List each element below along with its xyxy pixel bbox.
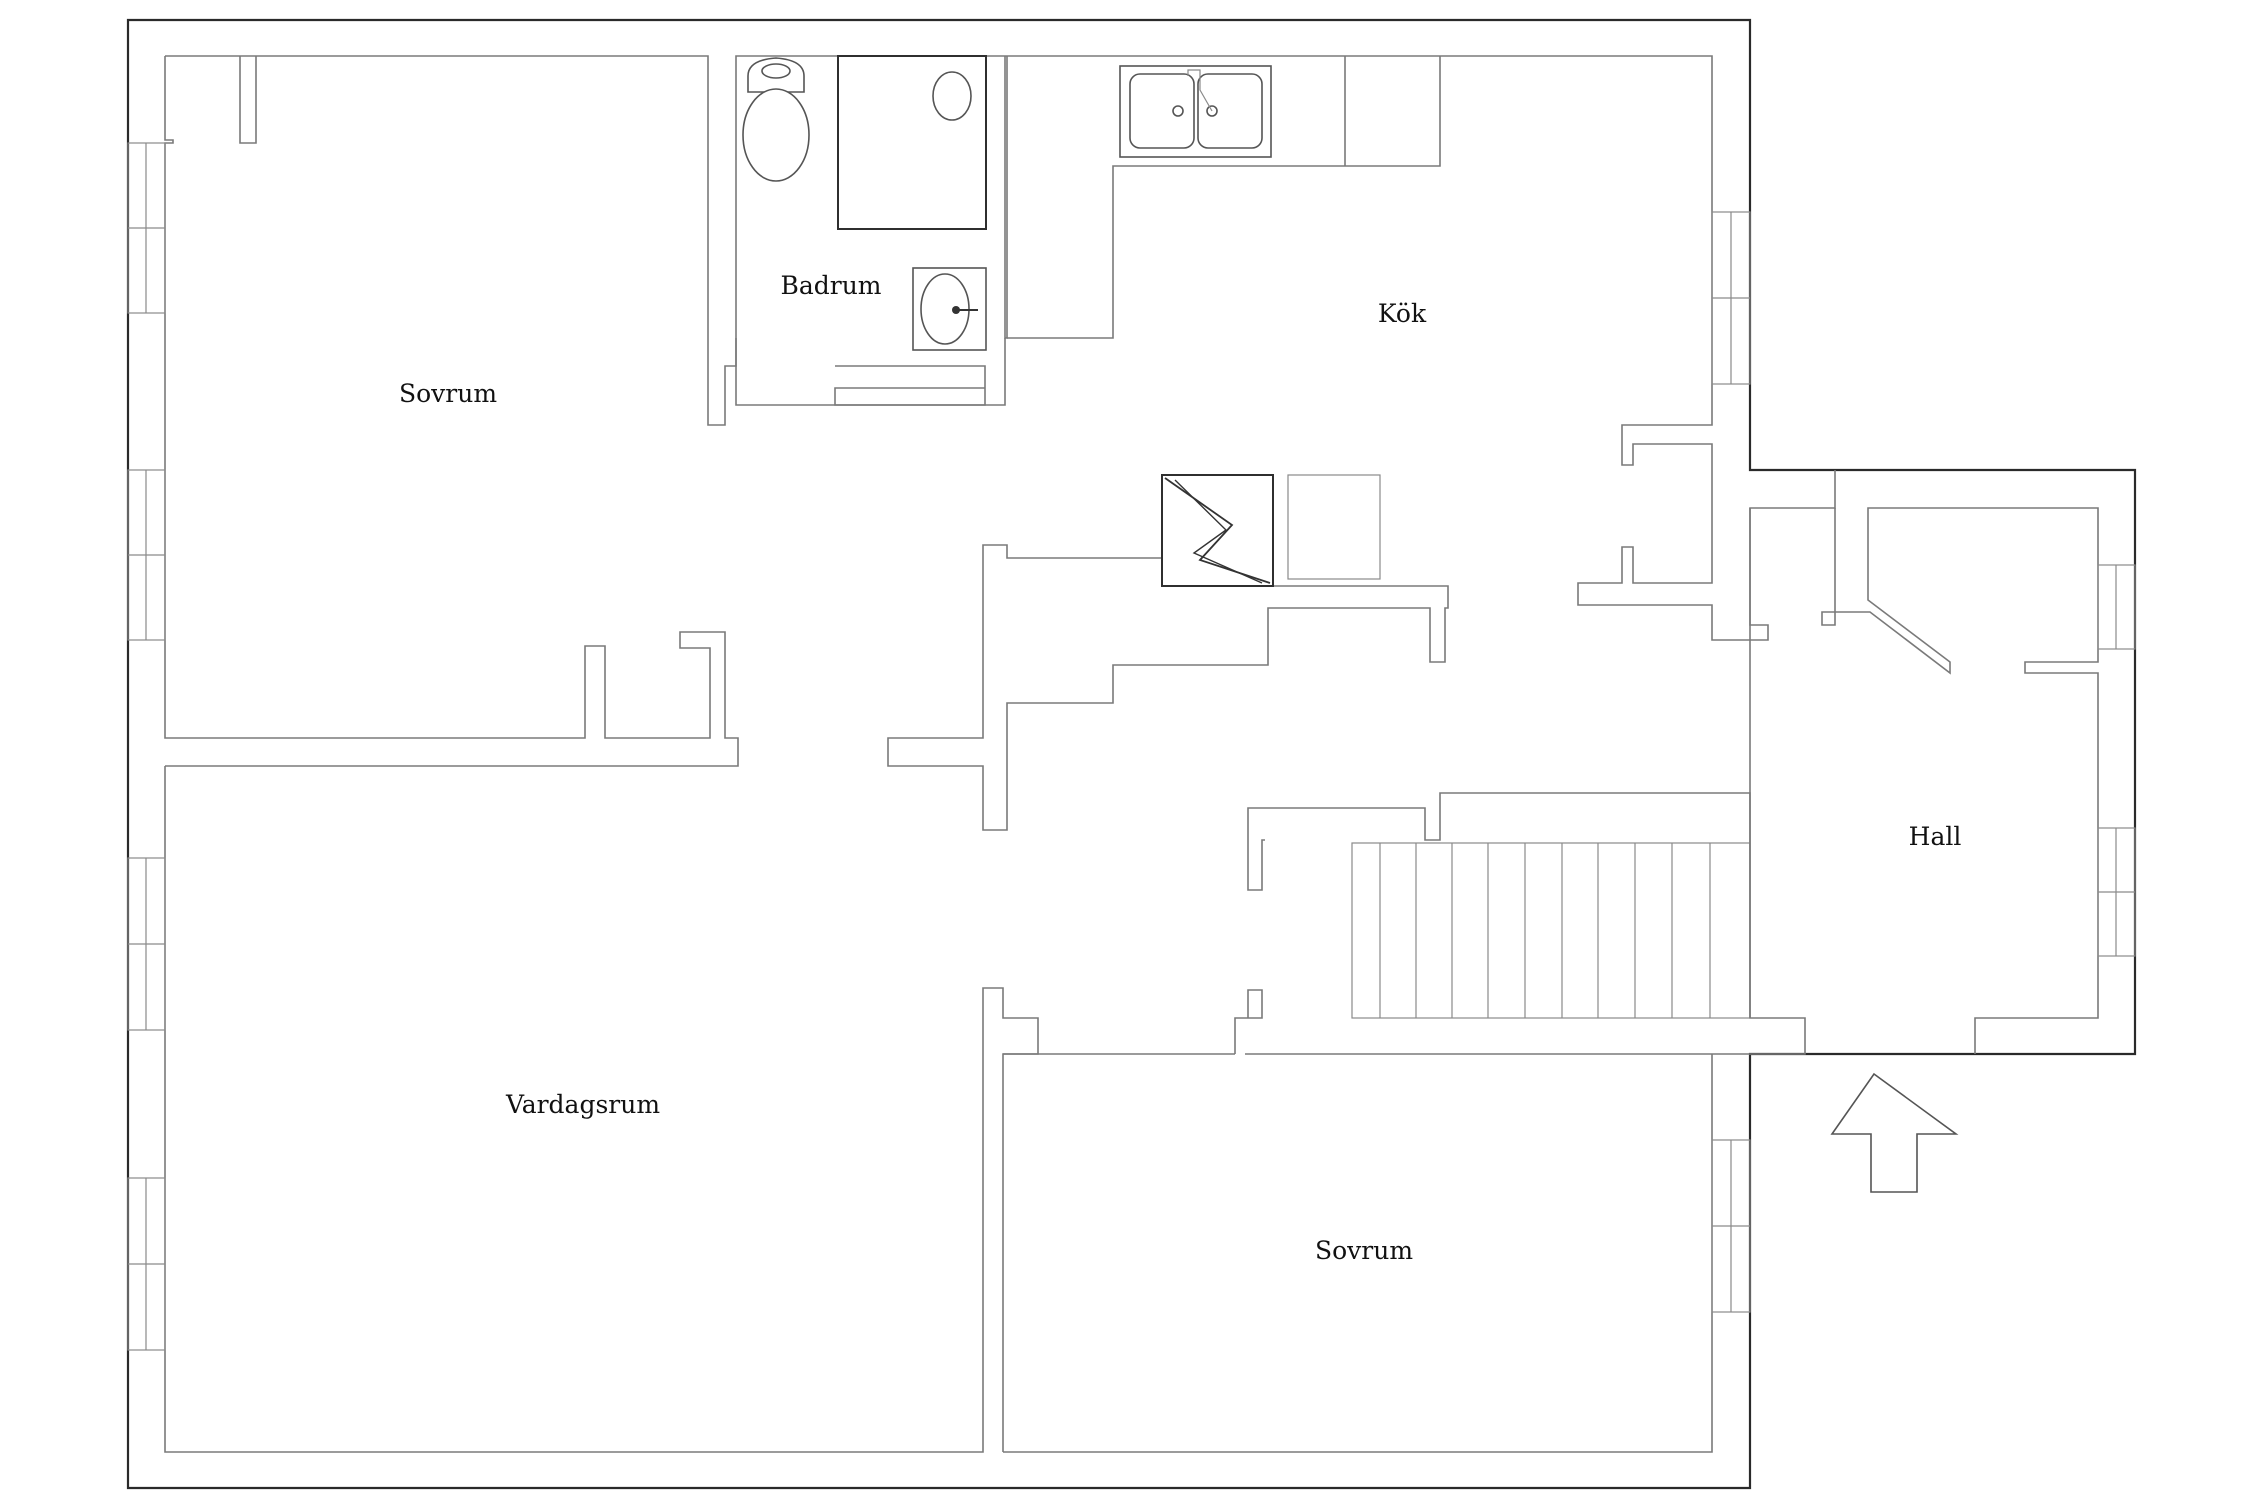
sink-icon [912,267,987,351]
kitchen-sink-icon [1119,65,1272,158]
shower-icon [837,55,987,230]
bedroom-top-closet [239,56,257,144]
staircase [1351,842,1751,1019]
window-left-3 [127,857,166,1031]
kitchen-cabinet-line [1007,56,1441,339]
utility-cabinet [1287,474,1381,580]
room-label-bedroom-top: Sovrum [399,379,497,408]
room-label-living: Vardagsrum [505,1090,660,1119]
inner-wall-outline [165,55,1836,641]
room-label-kitchen: Kök [1378,299,1427,328]
bathroom-lower-wall [834,365,986,406]
arrow-up-icon [1830,1072,1959,1193]
corridor-wall-left [887,544,1449,831]
lightning-icon [1161,474,1274,587]
hall-wall [1749,507,2099,1054]
window-bedroom-bottom [1711,1139,1751,1313]
room-label-bedroom-bottom: Sovrum [1315,1236,1413,1265]
bedroom-top-wall [164,56,739,767]
window-hall-1 [2097,564,2136,650]
window-left-4 [127,1177,166,1351]
window-left-1 [127,142,166,314]
room-label-bathroom: Badrum [780,271,881,300]
room-label-hall: Hall [1909,822,1962,851]
window-left-2 [127,469,166,641]
toilet-icon [742,57,810,182]
outer-wall [126,18,2137,1490]
window-kitchen [1711,211,1751,385]
stair-enclosure [1234,792,1806,1055]
window-hall-2 [2097,827,2136,957]
